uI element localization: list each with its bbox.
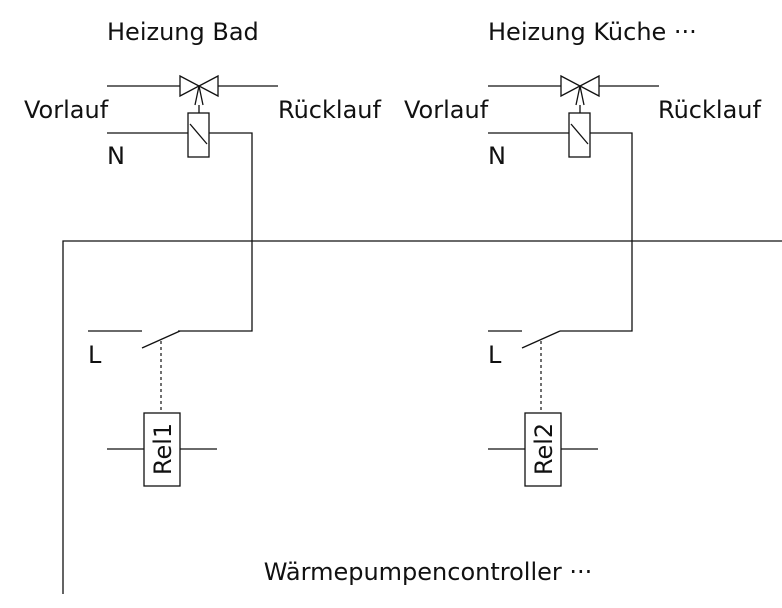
neutral-label: N — [488, 142, 506, 170]
valve-icon — [197, 74, 219, 98]
relay-label: Rel2 — [530, 423, 558, 475]
valve-icon — [179, 74, 201, 98]
supply-label: Vorlauf — [24, 96, 109, 124]
neutral-label: N — [107, 142, 125, 170]
valve-icon — [578, 74, 600, 98]
relay-label: Rel1 — [149, 423, 177, 475]
control-wire — [178, 132, 253, 332]
return-label: Rücklauf — [278, 96, 381, 124]
switch-contact-icon — [141, 330, 181, 349]
circuit-title: Heizung Küche ··· — [488, 18, 697, 46]
valve-stem — [575, 85, 585, 106]
actuator-coil — [570, 123, 589, 145]
circuit-kueche: Heizung Küche ··· Vorlauf Rücklauf N L R… — [404, 18, 761, 487]
return-label: Rücklauf — [658, 96, 761, 124]
switch-contact-icon — [521, 330, 561, 349]
control-wire — [560, 132, 633, 332]
line-label: L — [88, 341, 102, 369]
valve-stem — [194, 85, 204, 106]
supply-label: Vorlauf — [404, 96, 489, 124]
circuit-bad: Heizung Bad Vorlauf Rücklauf N L Rel1 — [24, 18, 381, 487]
relay-icon — [524, 412, 562, 487]
circuit-title: Heizung Bad — [107, 18, 259, 46]
relay-icon — [143, 412, 181, 487]
line-label: L — [488, 341, 502, 369]
valve-icon — [560, 74, 582, 98]
controller-label: Wärmepumpencontroller ··· — [264, 558, 593, 586]
actuator-coil — [189, 123, 208, 145]
controller-bus — [62, 240, 782, 594]
